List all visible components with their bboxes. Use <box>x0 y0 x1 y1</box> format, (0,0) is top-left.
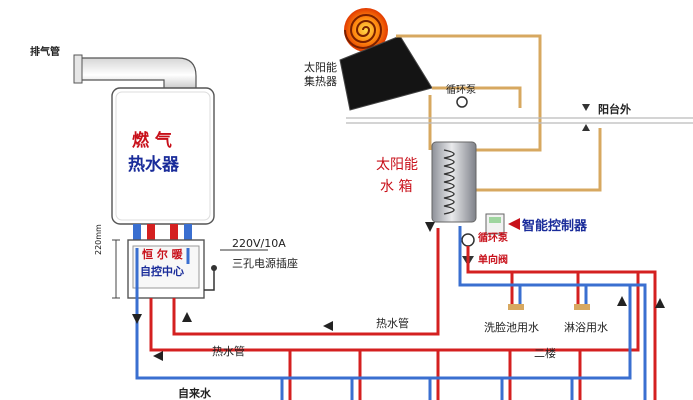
washbasin-label: 洗脸池用水 <box>484 321 539 334</box>
power-rating-label: 220V/10A <box>232 237 286 250</box>
power-cable <box>204 249 268 291</box>
exhaust-pipe-label: 排气管 <box>30 47 60 58</box>
circulation-pump-top-label: 循环泵 <box>446 85 476 96</box>
flow-arrows <box>132 222 665 361</box>
circulation-pump-label: 循环泵 <box>478 233 508 244</box>
balcony-outside-label: 阳台外 <box>598 103 631 116</box>
smart-controller-label: 智能控制器 <box>522 219 588 234</box>
control-center-label-line2: 自控中心 <box>140 265 184 278</box>
exhaust-pipe <box>73 54 197 93</box>
control-center-label-line1: 恒 尔 暖 <box>142 248 183 261</box>
solar-tank-label-line1: 太阳能 <box>376 157 418 173</box>
check-valve-label: 单向阀 <box>478 255 508 266</box>
solar-tank-label-line2: 水 箱 <box>380 179 413 195</box>
hot-water-pipes <box>149 228 657 400</box>
smart-controller-device <box>485 213 520 235</box>
solar-water-tank <box>431 141 477 223</box>
gas-heater-label-line1: 燃 气 <box>132 131 172 151</box>
gas-water-heater <box>111 87 215 225</box>
faucets <box>508 304 590 310</box>
solar-collector <box>339 8 433 111</box>
gas-heater-label-line2: 热水器 <box>128 155 179 175</box>
solar-loop-pipes <box>396 34 602 192</box>
hot-water-pipe-label-1: 热水管 <box>376 317 409 330</box>
hot-water-pipe-label-2: 热水管 <box>212 345 245 358</box>
solar-collector-label-line1: 太阳能 <box>304 61 337 74</box>
second-floor-label: 二楼 <box>534 347 556 360</box>
balcony-wall <box>346 104 693 131</box>
cold-water-pipes <box>135 226 647 400</box>
tap-water-label: 自来水 <box>178 387 211 400</box>
dimension-label: 220mm <box>94 224 103 255</box>
shower-label: 淋浴用水 <box>564 321 608 334</box>
heater-outlet-pipes <box>133 224 192 248</box>
control-center-box <box>112 239 205 299</box>
solar-collector-label-line2: 集热器 <box>304 75 337 88</box>
socket-label: 三孔电源插座 <box>232 257 298 270</box>
